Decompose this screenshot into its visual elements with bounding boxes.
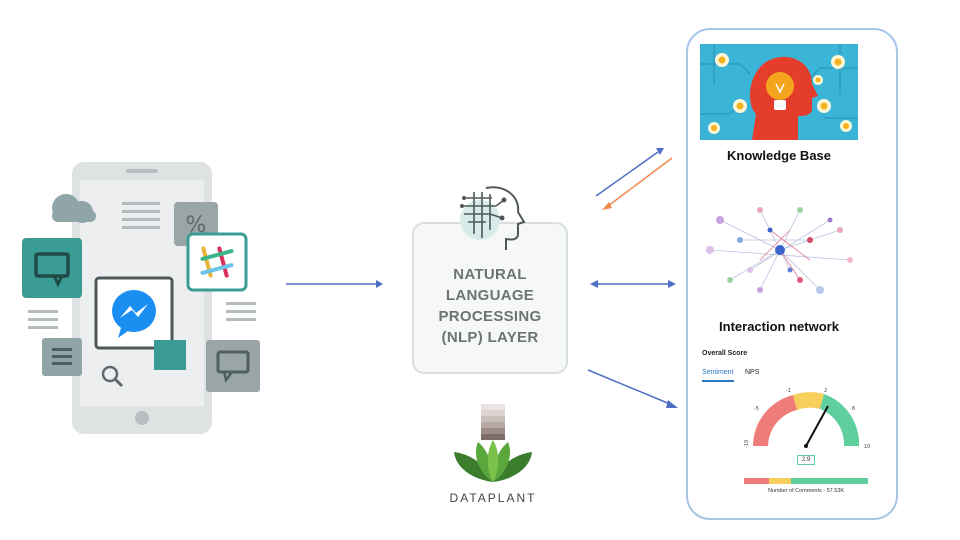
dataplant-wordmark: DATAPLANT (449, 491, 537, 505)
gauge-tick: -1 (786, 388, 791, 394)
comments-count: Number of Comments - 57.53K (767, 488, 845, 494)
slack-icon (186, 232, 248, 292)
lightbulb-icons (708, 53, 852, 134)
gauge-tick: 2 (824, 388, 827, 394)
gauge-value-box: 2.9 (797, 455, 815, 465)
gauge-tick: 6 (852, 406, 855, 412)
interaction-network-graph (706, 207, 853, 294)
messaging-illustration: % (22, 162, 260, 434)
brain-head-icon (460, 186, 526, 250)
overall-score-title: Overall Score (702, 350, 748, 357)
cloud-icon (52, 194, 96, 223)
teal-square (154, 340, 186, 370)
gauge-tick: -5 (754, 406, 759, 412)
gauge-tick: -10 (744, 440, 750, 448)
chat-icon-right (206, 340, 260, 392)
sentiment-gauge: -10 -5 -1 2 6 10 (744, 388, 870, 450)
knowledge-base-label: Knowledge Base (726, 148, 832, 163)
list-icon (42, 338, 82, 376)
knowledge-base-image (700, 44, 858, 140)
search-icon (101, 365, 124, 388)
arrows-nlp-to-panel (587, 148, 678, 408)
gauge-tick: 10 (864, 444, 870, 450)
nlp-layer-label: NATURAL LANGUAGE PROCESSING (NLP) LAYER (438, 266, 542, 346)
comments-bar (744, 478, 868, 484)
interaction-network-label: Interaction network (719, 319, 839, 334)
tab-sentiment[interactable]: Sentiment (702, 369, 734, 376)
dataplant-logo (454, 404, 532, 482)
svg-text:%: % (186, 213, 207, 238)
arrow-input-to-nlp (286, 280, 383, 288)
chat-bubble-icon (22, 238, 82, 298)
text-lines-icon (122, 202, 160, 229)
tab-nps[interactable]: NPS (745, 369, 760, 376)
lines-icon-left (28, 310, 58, 329)
nlp-layer-box (412, 222, 568, 374)
tab-sentiment-underline (702, 380, 734, 382)
messenger-icon (94, 276, 174, 350)
lines-icon-right (226, 302, 256, 321)
